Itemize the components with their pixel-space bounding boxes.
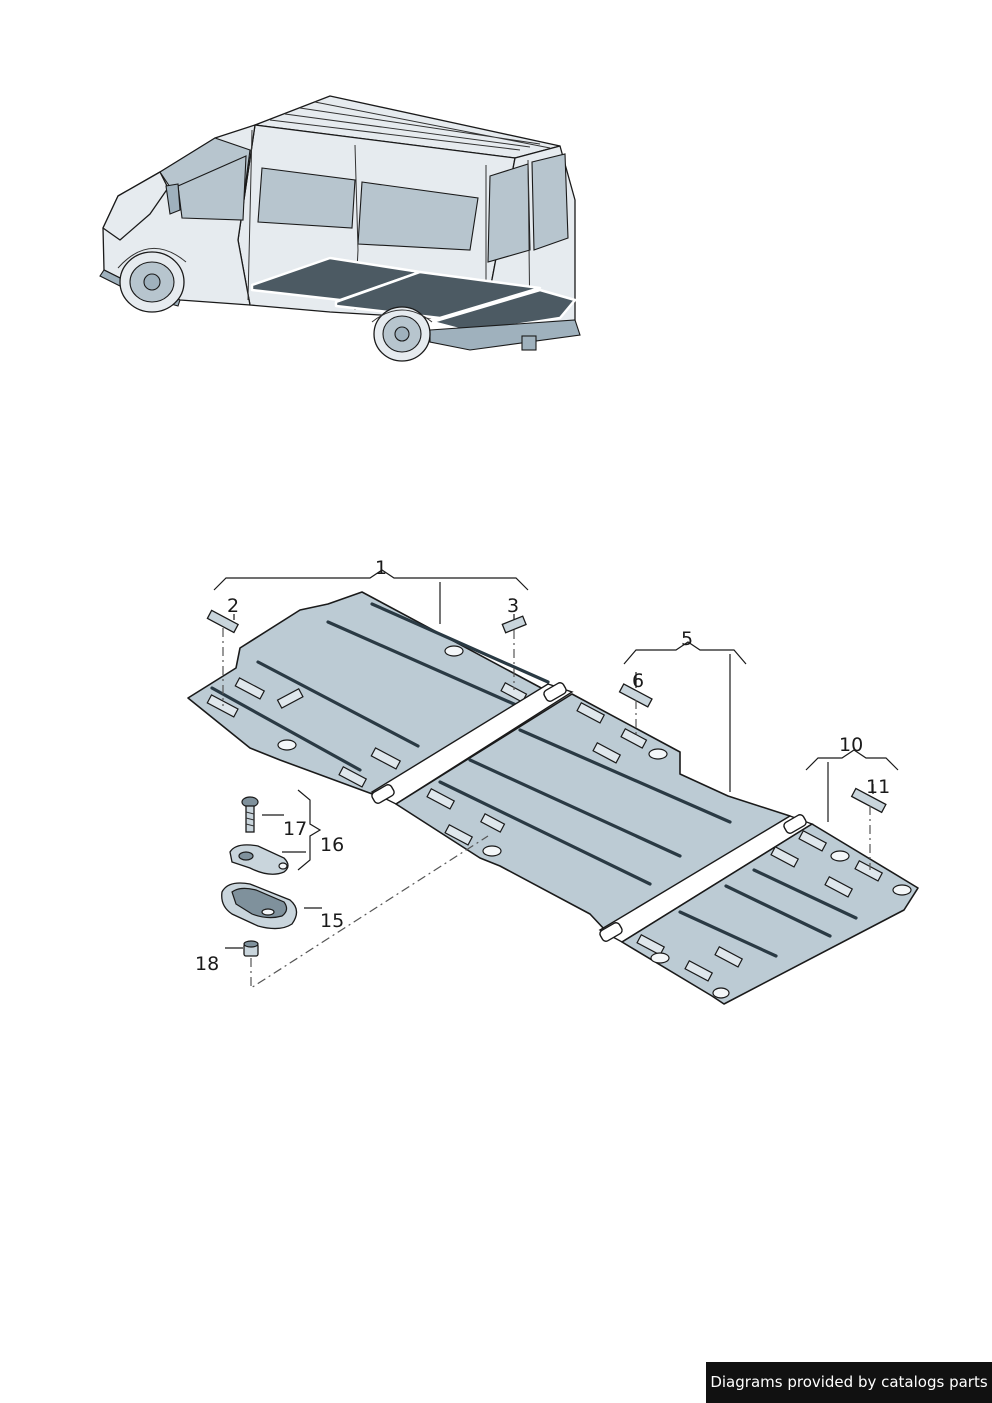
housing-part-15 [221,882,298,930]
pad-part-2 [206,609,240,634]
callout-10: 10 [839,734,863,756]
callout-17: 17 [283,818,307,840]
callout-16: 16 [320,834,344,856]
pad-part-6 [618,683,653,708]
floor-panel-middle [395,693,791,931]
callout-3: 3 [507,595,519,617]
footer-credit: Diagrams provided by catalogs parts [706,1362,992,1403]
floor-panel-rear [621,823,919,1005]
callout-15: 15 [320,910,344,932]
pad-part-11 [850,787,887,814]
callout-18: 18 [195,953,219,975]
callout-11: 11 [866,776,890,798]
pad-part-3 [501,615,527,634]
callout-6: 6 [632,670,644,692]
callout-1: 1 [375,557,387,579]
bracket-part-16 [229,844,289,875]
floor-joint-strip [370,683,574,805]
bolt-part-17 [241,796,259,833]
van-illustration [99,95,581,362]
callout-5: 5 [681,628,693,650]
callout-2: 2 [227,595,239,617]
sleeve-part-18 [243,940,259,957]
